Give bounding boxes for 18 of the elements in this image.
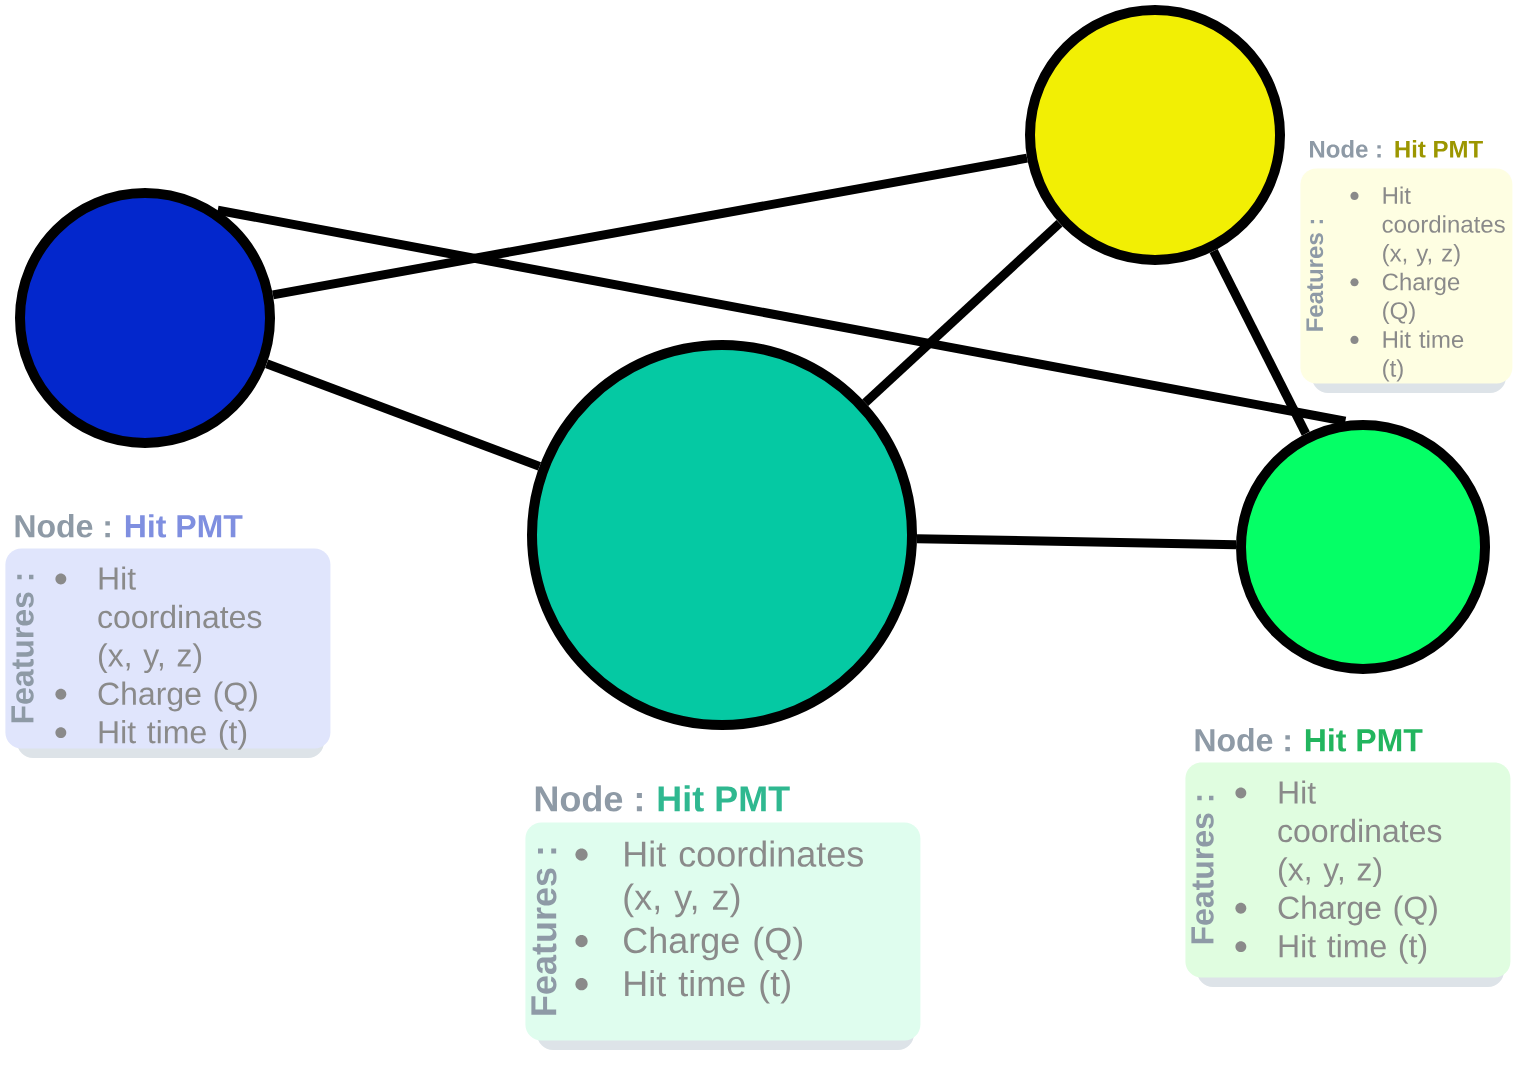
node-type-heading: Hit PMT [658, 785, 790, 812]
connector-line [265, 359, 542, 471]
connector-line [216, 205, 1347, 426]
graph-node-circle [527, 340, 917, 730]
connector-line [916, 534, 1237, 550]
connector-line [862, 219, 1063, 406]
connector-line [272, 153, 1028, 300]
node-type-heading: Hit PMT [1395, 140, 1483, 158]
graph-node-circle [1236, 420, 1490, 674]
graph-node-circle [15, 188, 275, 448]
connector-line [1209, 249, 1310, 436]
node-label: Node : [1195, 728, 1290, 752]
node-type-heading: Hit PMT [125, 514, 243, 538]
node-label: Node : [1310, 139, 1381, 158]
graph-node-circle [1025, 5, 1285, 265]
node-type-heading: Hit PMT [1305, 728, 1423, 752]
node-label: Node : [15, 514, 110, 538]
node-label: Node : [535, 785, 642, 812]
